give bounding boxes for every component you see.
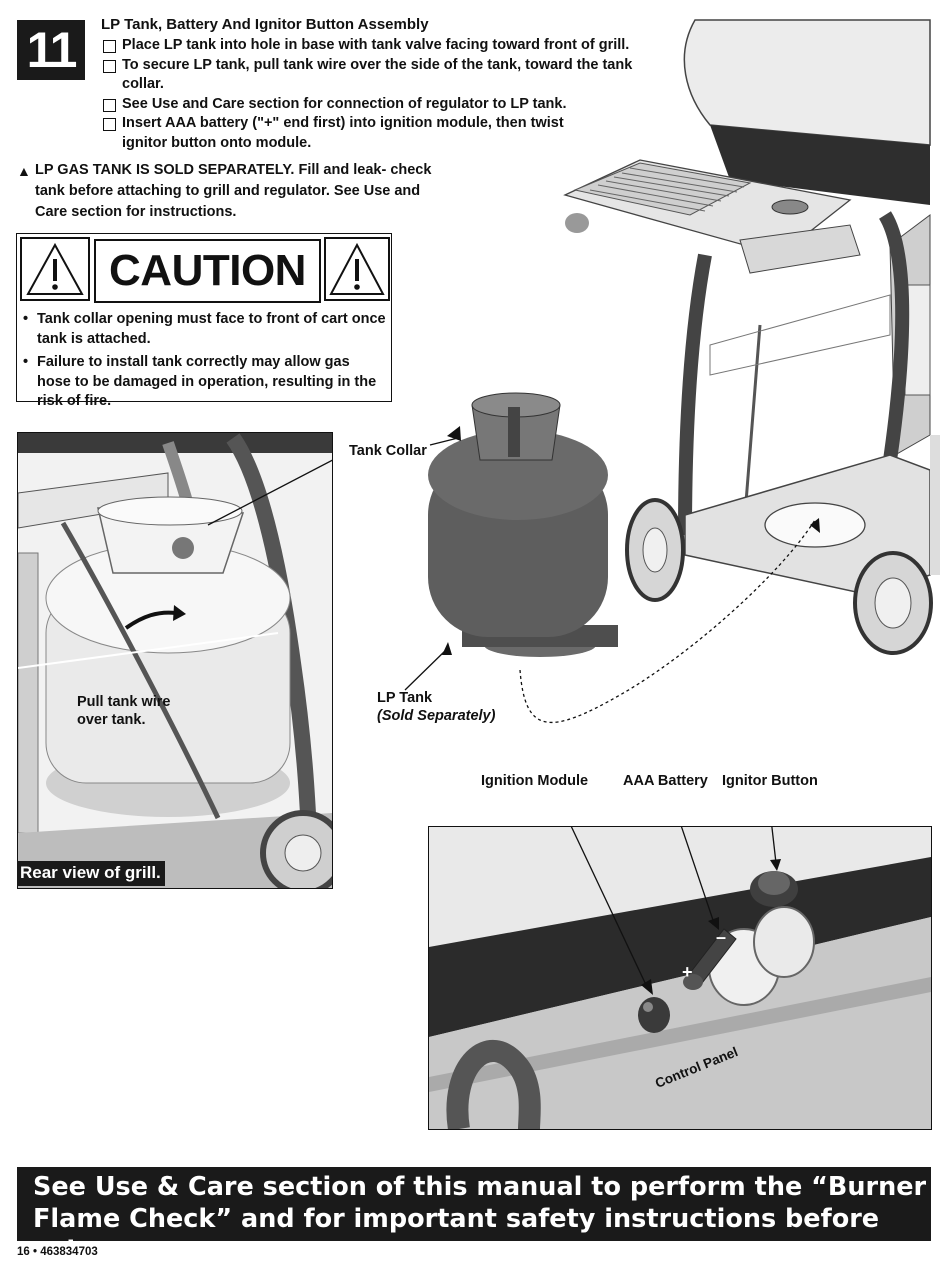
checklist-item: Insert AAA battery ("+" end first) into … — [101, 114, 601, 153]
warning-triangle-icon: ▲ — [17, 163, 31, 179]
banner-line-1: See Use & Care section of this manual to… — [33, 1172, 927, 1202]
instruction-checklist: Place LP tank into hole in base with tan… — [101, 36, 671, 153]
hazard-left-icon — [20, 237, 90, 301]
rear-view-illustration — [17, 432, 333, 889]
checkbox-icon — [103, 118, 116, 131]
step-title: LP Tank, Battery And Ignitor Button Asse… — [101, 16, 429, 33]
rear-view-caption: Rear view of grill. — [17, 861, 165, 886]
ignition-module-label: Ignition Module — [481, 773, 589, 789]
warning-text: LP GAS TANK IS SOLD SEPARATELY. Fill and… — [35, 162, 432, 220]
checklist-item: See Use and Care section for connection … — [101, 95, 671, 115]
banner-line-2: Flame Check” and for important safety in… — [33, 1204, 880, 1266]
battery-minus-sign: – — [716, 927, 727, 947]
lp-tank-label: LP Tank — [377, 690, 433, 706]
checkbox-icon — [103, 59, 116, 73]
battery-plus-sign: + — [682, 962, 693, 982]
caution-heading: CAUTION — [94, 239, 321, 303]
step-number: 11 — [26, 22, 78, 78]
grill-assembly-illustration — [404, 19, 940, 724]
pull-tank-wire-note: Pull tank wire over tank. — [77, 694, 171, 728]
caution-bullet: •Tank collar opening must face to front … — [23, 311, 386, 347]
sold-separately-label: (Sold Separately) — [377, 708, 496, 724]
caution-header: CAUTION — [20, 237, 390, 303]
caution-bullet: •Failure to install tank correctly may a… — [23, 354, 377, 409]
control-panel-illustration: + – Control Panel — [428, 826, 932, 1130]
use-and-care-banner: See Use & Care section of this manual to… — [17, 1167, 931, 1266]
aaa-battery-label: AAA Battery — [623, 773, 708, 789]
checkbox-icon — [103, 98, 116, 112]
checklist-item: Place LP tank into hole in base with tan… — [101, 36, 671, 56]
step-number-badge: 11 — [17, 20, 85, 80]
caution-bullets: •Tank collar opening must face to front … — [23, 310, 387, 416]
ignitor-button-label: Ignitor Button — [722, 773, 818, 789]
caution-box: CAUTION •Tank collar opening must face t… — [16, 233, 392, 409]
checkbox-icon — [103, 40, 116, 53]
checklist-item: To secure LP tank, pull tank wire over t… — [101, 56, 671, 95]
lp-tank-warning: ▲ LP GAS TANK IS SOLD SEPARATELY. Fill a… — [17, 160, 437, 223]
hazard-right-icon — [324, 237, 390, 301]
page-reference: 16 • 463834703 — [17, 1246, 98, 1258]
tank-collar-label: Tank Collar — [349, 443, 427, 459]
